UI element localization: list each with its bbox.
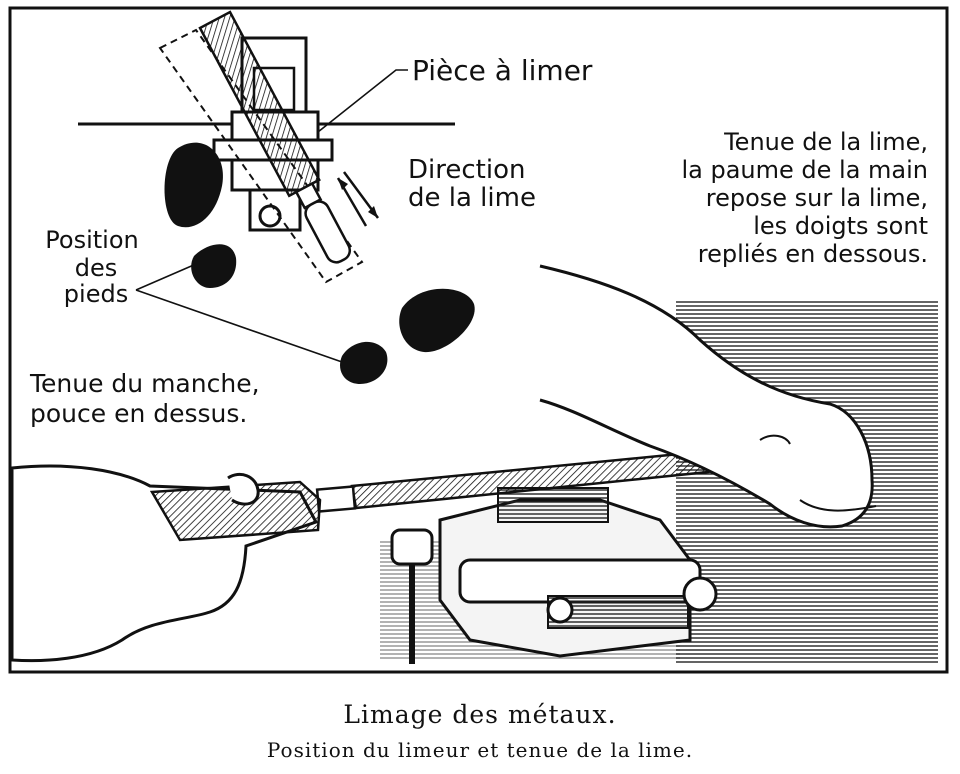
label-tenue-lime-line-2: la paume de la main <box>681 156 928 184</box>
left-hand-on-handle <box>10 464 322 663</box>
leader-lines <box>135 69 408 363</box>
right-hand-on-file <box>539 264 877 529</box>
footprints <box>164 142 475 384</box>
label-pieds-line-2: des <box>75 254 118 282</box>
label-tenue-lime-line-5: repliés en dessous. <box>698 240 928 268</box>
bench-vise <box>390 487 718 664</box>
label-manche-line-1: Tenue du manche, <box>29 369 260 398</box>
label-direction-line-2: de la lime <box>408 183 536 213</box>
label-tenue-du-manche: Tenue du manche, pouce en dessus. <box>29 369 260 428</box>
label-piece-text: Pièce à limer <box>412 54 593 87</box>
label-tenue-lime-line-4: les doigts sont <box>753 212 928 240</box>
file-tool <box>315 450 710 513</box>
label-direction-line-1: Direction <box>408 155 525 185</box>
label-manche-line-2: pouce en dessus. <box>30 399 247 428</box>
caption-subtitle: Position du limeur et tenue de la lime. <box>266 738 694 762</box>
label-pieds-line-1: Position <box>45 226 138 254</box>
filing-illustration: Pièce à limer Direction de la lime Tenue… <box>8 6 949 674</box>
label-piece-a-limer: Pièce à limer <box>412 54 593 87</box>
illustration-frame <box>8 6 949 674</box>
label-position-des-pieds: Position des pieds <box>45 226 138 308</box>
label-direction: Direction de la lime <box>408 155 536 213</box>
label-tenue-de-la-lime: Tenue de la lime, la paume de la main re… <box>681 128 928 268</box>
label-tenue-lime-line-1: Tenue de la lime, <box>723 128 928 156</box>
top-view-schematic <box>78 10 455 284</box>
caption-title: Limage des métaux. <box>343 700 617 729</box>
label-tenue-lime-line-3: repose sur la lime, <box>706 184 928 212</box>
label-pieds-line-3: pieds <box>64 280 128 308</box>
